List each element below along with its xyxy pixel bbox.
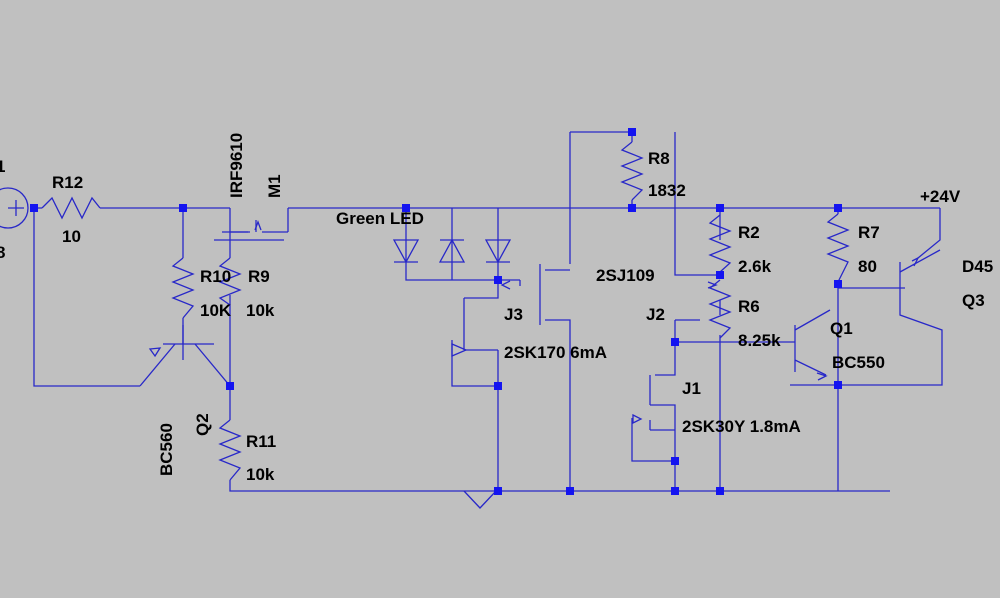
- resistor-r8: [620, 141, 644, 201]
- j2-name: J2: [646, 305, 665, 324]
- r6-value: 8.25k: [738, 331, 781, 350]
- wires: [33, 131, 943, 509]
- q1-part: BC550: [832, 353, 885, 372]
- resistor-r6: [708, 279, 732, 339]
- v1-label-bottom: 8: [0, 243, 5, 262]
- resistor-r9: [218, 257, 242, 306]
- voltage-source-v1: [0, 187, 29, 229]
- j1-name: J1: [682, 379, 701, 398]
- v1-label-top: 1: [0, 157, 5, 176]
- j1-part: 2SK30Y 1.8mA: [682, 417, 801, 436]
- q3-part: D45: [962, 257, 993, 276]
- supply-label: +24V: [920, 187, 961, 206]
- resistor-r11: [218, 419, 242, 481]
- r6-name: R6: [738, 297, 760, 316]
- r7-value: 80: [858, 257, 877, 276]
- green-led-diodes: [392, 238, 512, 264]
- m1-name: M1: [265, 174, 284, 198]
- r8-name: R8: [648, 149, 670, 168]
- resistors: [41, 141, 850, 481]
- r11-value: 10k: [246, 465, 275, 484]
- r9-value: 10k: [246, 301, 275, 320]
- m1-part: IRF9610: [227, 133, 246, 198]
- q1-name: Q1: [830, 319, 853, 338]
- r10-name: R10: [200, 267, 231, 286]
- r2-name: R2: [738, 223, 760, 242]
- junction-dots: [30, 128, 842, 495]
- r2-value: 2.6k: [738, 257, 772, 276]
- q2-name: Q2: [193, 413, 212, 436]
- j2-part: 2SJ109: [596, 266, 655, 285]
- resistor-r7: [826, 213, 850, 283]
- q2-part: BC560: [157, 423, 176, 476]
- r11-name: R11: [246, 432, 276, 451]
- r12-value: 10: [62, 227, 81, 246]
- q3-name: Q3: [962, 291, 985, 310]
- r7-name: R7: [858, 223, 880, 242]
- labels: 1 8 R12 10 R10 10K R9 10k R11 10k IRF961…: [0, 133, 993, 484]
- r9-name: R9: [248, 267, 270, 286]
- r12-name: R12: [52, 173, 83, 192]
- j3-name: J3: [504, 305, 523, 324]
- resistor-r12: [41, 196, 101, 220]
- led-label: Green LED: [336, 209, 424, 228]
- r8-value: 1832: [648, 181, 686, 200]
- arrows: [148, 220, 920, 425]
- resistor-r2: [708, 214, 732, 273]
- r10-value: 10K: [200, 301, 232, 320]
- j3-part: 2SK170 6mA: [504, 343, 607, 362]
- resistor-r10: [171, 257, 195, 319]
